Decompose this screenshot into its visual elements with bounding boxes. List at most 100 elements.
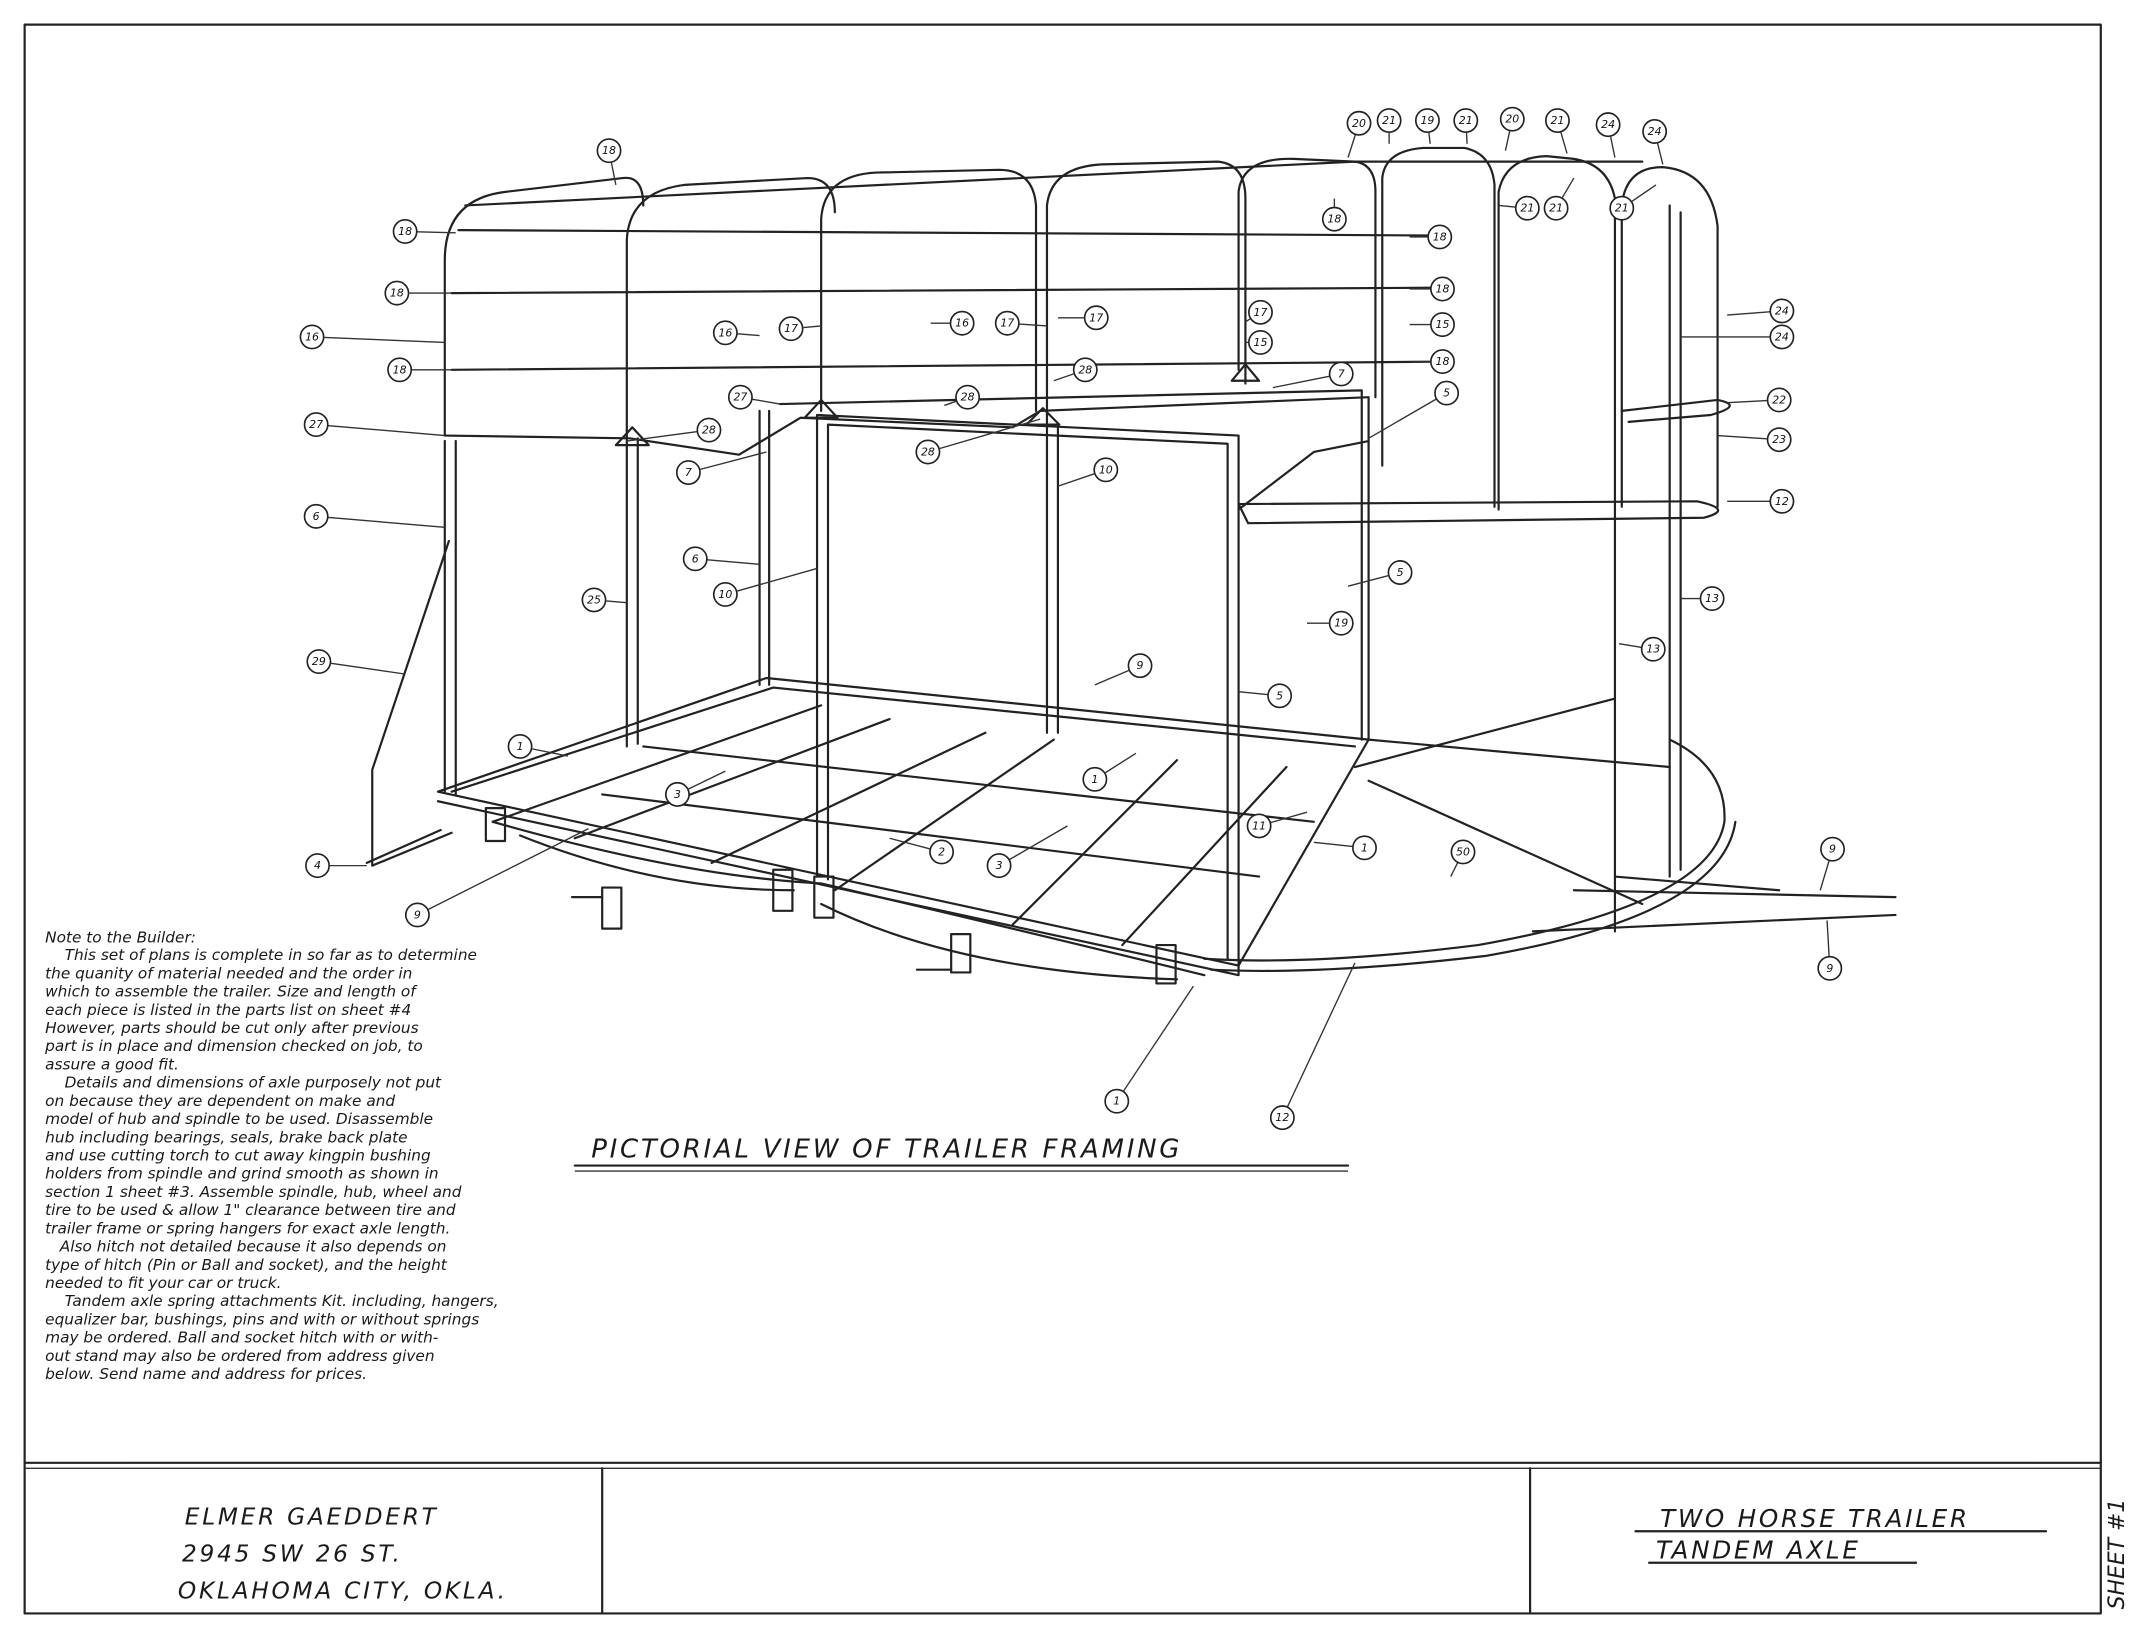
- callout-circle: [664, 781, 690, 807]
- part-callout: 28: [944, 384, 981, 410]
- callout-circle: [303, 503, 329, 529]
- callout-number: 21: [1382, 114, 1396, 127]
- callout-number: 24: [1775, 330, 1789, 343]
- leader-line: [700, 451, 767, 471]
- callout-number: 21: [1520, 202, 1534, 215]
- part-callout: 6: [682, 546, 760, 572]
- part-callout: 24: [1680, 324, 1795, 350]
- callout-circle: [1427, 224, 1453, 250]
- callout-circle: [1072, 357, 1098, 383]
- callout-circle: [507, 733, 533, 759]
- part-callout: 17: [1057, 305, 1109, 331]
- note-line: model of hub and spindle to be used. Dis…: [45, 1110, 433, 1128]
- callout-circle: [305, 853, 330, 879]
- part-callout: 1: [1313, 835, 1377, 861]
- callout-circle: [1082, 766, 1108, 792]
- part-callout: 12: [1269, 962, 1356, 1131]
- callout-number: 1: [1091, 773, 1098, 786]
- note-line: Also hitch not detailed because it also …: [45, 1238, 446, 1256]
- callout-circle: [1817, 955, 1843, 981]
- note-line: assure a good fit.: [45, 1055, 179, 1073]
- designer-city: OKLAHOMA CITY, OKLA.: [178, 1577, 508, 1604]
- part-callout: 20: [1346, 110, 1372, 158]
- leader-line: [1019, 323, 1048, 327]
- part-callout: 19: [1307, 610, 1354, 636]
- callout-circle: [1248, 329, 1273, 355]
- callout-circle: [675, 460, 701, 485]
- callout-number: 1: [1361, 841, 1368, 854]
- callout-circle: [1769, 488, 1795, 514]
- callout-circle: [384, 280, 410, 306]
- callout-number: 24: [1601, 118, 1615, 131]
- leader-line: [1313, 841, 1353, 848]
- note-line: section 1 sheet #3. Assemble spindle, hu…: [45, 1183, 462, 1201]
- leader-line: [1104, 752, 1137, 774]
- note-line: below. Send name and address for prices.: [45, 1365, 367, 1383]
- part-callout: 21: [1609, 184, 1657, 221]
- drawing-title: PICTORIAL VIEW OF TRAILER FRAMING: [591, 1134, 1182, 1164]
- callout-number: 2: [938, 845, 945, 858]
- callout-circle: [1545, 108, 1570, 133]
- callout-number: 12: [1275, 1111, 1289, 1124]
- leader-line: [1057, 473, 1095, 487]
- leader-line: [1053, 373, 1074, 382]
- leader-line: [1272, 375, 1330, 389]
- part-callout: 4: [305, 853, 367, 879]
- callout-number: 10: [1099, 463, 1113, 476]
- part-callout: 16: [299, 324, 445, 350]
- leader-line: [1498, 204, 1516, 208]
- callout-circle: [986, 853, 1012, 879]
- callout-number: 17: [1000, 317, 1014, 330]
- part-callout: 17: [1245, 299, 1273, 325]
- leader-line: [1618, 643, 1642, 648]
- callout-number: 28: [702, 424, 716, 437]
- part-callout: 18: [387, 357, 452, 383]
- part-callout: 28: [1053, 357, 1098, 383]
- callout-circle: [712, 320, 738, 346]
- callout-circle: [712, 581, 738, 607]
- note-line: Tandem axle spring attachments Kit. incl…: [45, 1292, 498, 1310]
- callout-circle: [778, 316, 804, 342]
- leader-line: [1450, 862, 1459, 877]
- part-callout: 5: [1368, 380, 1460, 439]
- leader-line: [1727, 399, 1767, 404]
- leader-line: [428, 828, 589, 910]
- callout-circle: [682, 546, 708, 572]
- designer-name: ELMER GAEDDERT: [185, 1503, 439, 1530]
- callout-circle: [1453, 108, 1479, 133]
- callout-number: 4: [314, 859, 321, 872]
- note-line: out stand may also be ordered from addre…: [45, 1347, 434, 1365]
- part-callout: 13: [1680, 586, 1725, 612]
- part-callout: 12: [1727, 488, 1795, 514]
- note-line: each piece is listed in the parts list o…: [45, 1001, 411, 1019]
- callout-circle: [392, 219, 418, 244]
- sheet-number: SHEET #1: [2105, 1499, 2130, 1610]
- callout-circle: [1093, 457, 1119, 483]
- leader-line: [1504, 131, 1511, 151]
- callout-number: 22: [1772, 393, 1786, 406]
- part-callout: 24: [1642, 119, 1668, 165]
- callout-circle: [929, 839, 955, 865]
- callout-number: 5: [1397, 566, 1404, 579]
- leader-line: [803, 325, 822, 329]
- callout-number: 18: [390, 287, 404, 300]
- callout-circle: [1269, 1105, 1295, 1131]
- callout-circle: [1595, 112, 1621, 138]
- leader-line: [1826, 920, 1830, 957]
- callout-number: 21: [1459, 114, 1473, 127]
- callout-circle: [727, 384, 753, 410]
- part-callout: 15: [1245, 329, 1273, 355]
- callout-number: 16: [955, 317, 969, 330]
- part-callout: 7: [675, 451, 767, 485]
- sheet-border: [23, 23, 2102, 1615]
- callout-circle: [1609, 195, 1635, 221]
- callout-circle: [1127, 653, 1153, 679]
- leader-line: [1245, 318, 1251, 323]
- leader-line: [532, 748, 569, 757]
- leader-line: [328, 424, 445, 437]
- part-callout: 19: [1414, 108, 1440, 144]
- part-callout: 9: [1819, 836, 1845, 891]
- callout-circle: [1328, 361, 1354, 387]
- leader-line: [1428, 132, 1431, 144]
